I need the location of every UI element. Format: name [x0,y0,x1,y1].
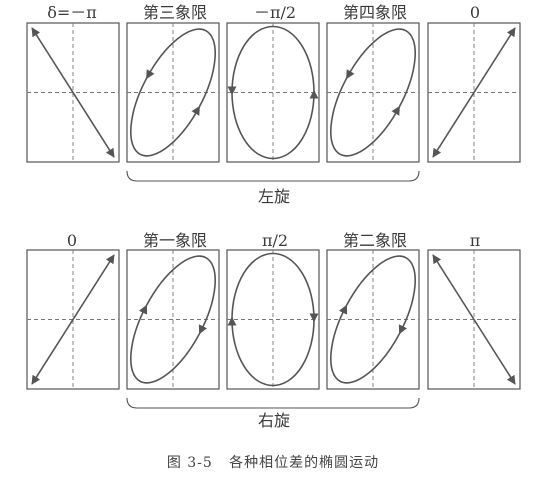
bottom-box-1 [26,249,120,390]
bottom-label-3: π/2 [261,231,289,250]
top-label-3: －π/2 [253,3,297,22]
top-label-1: δ=－π [47,3,97,22]
top-box-2 [126,22,220,163]
left-rotation-label: 左旋 [253,188,295,206]
bottom-box-3 [226,249,320,390]
linear-polarization-line [31,27,115,158]
bracket-line [126,397,420,409]
bottom-box-2 [126,249,220,390]
left-rotation-bracket [126,170,420,182]
top-box-4 [326,22,420,163]
bottom-label-5: π [469,231,481,250]
caption-number: 图 3-5 [166,455,213,471]
right-rotation-bracket [126,397,420,409]
bottom-label-2: 第一象限 [142,231,208,250]
bottom-label-4: 第二象限 [342,231,408,250]
caption-text: 各种相位差的椭圆运动 [229,455,380,471]
bottom-label-1: 0 [66,231,78,250]
right-rotation-label: 右旋 [253,412,295,430]
linear-polarization-line [31,254,115,385]
linear-polarization-line [432,254,516,385]
top-box-5 [427,22,521,163]
top-box-3 [226,22,320,163]
top-label-2: 第三象限 [142,3,208,22]
top-label-5: 0 [469,3,481,22]
top-label-4: 第四象限 [342,3,408,22]
figure-caption: 图 3-5 各种相位差的椭圆运动 [167,452,379,472]
bottom-box-4 [326,249,420,390]
linear-polarization-line [432,27,516,158]
bottom-box-5 [427,249,521,390]
bracket-line [126,170,420,182]
top-box-1 [26,22,120,163]
